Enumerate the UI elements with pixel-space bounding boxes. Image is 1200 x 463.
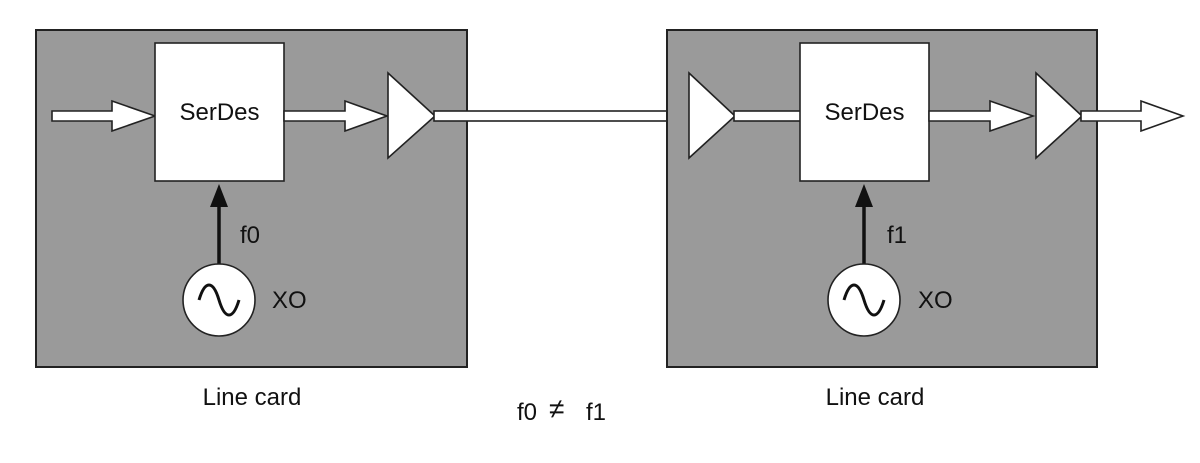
line-card-caption-left: Line card — [203, 384, 302, 411]
frequency-label-left: f0 — [240, 222, 260, 249]
xo-label-right: XO — [918, 287, 953, 314]
rx-buffer-triangle — [688, 71, 737, 160]
serdes-to-driver-arrow-right — [928, 99, 1036, 133]
line-card-caption-right: Line card — [826, 384, 925, 411]
buffer-to-serdes-link — [733, 110, 802, 122]
clock-arrowhead-left — [210, 184, 228, 207]
serdes-to-driver-arrow-left — [283, 99, 390, 133]
xo-label-left: XO — [272, 287, 307, 314]
output-arrow — [1080, 99, 1186, 133]
serdes-block-left — [154, 42, 285, 182]
line-card-left: SerDes f0 XO — [35, 29, 468, 368]
sine-wave-icon — [197, 283, 241, 317]
output-driver-triangle — [1035, 71, 1084, 160]
clock-arrowhead-right — [855, 184, 873, 207]
input-arrow — [51, 99, 158, 133]
frequency-label-right: f1 — [887, 222, 907, 249]
tx-driver-triangle — [387, 71, 437, 160]
serdes-label-right: SerDes — [824, 99, 904, 126]
line-card-right: SerDes f1 XO — [666, 29, 1098, 368]
serdes-label-left: SerDes — [179, 99, 259, 126]
relation-symbol: ≠ — [549, 393, 564, 424]
relation-left: f0 — [517, 399, 537, 426]
sine-wave-icon — [842, 283, 886, 317]
serial-link — [433, 110, 691, 122]
relation-right: f1 — [586, 399, 606, 426]
frequency-relation: f0 ≠ f1 — [517, 393, 606, 426]
